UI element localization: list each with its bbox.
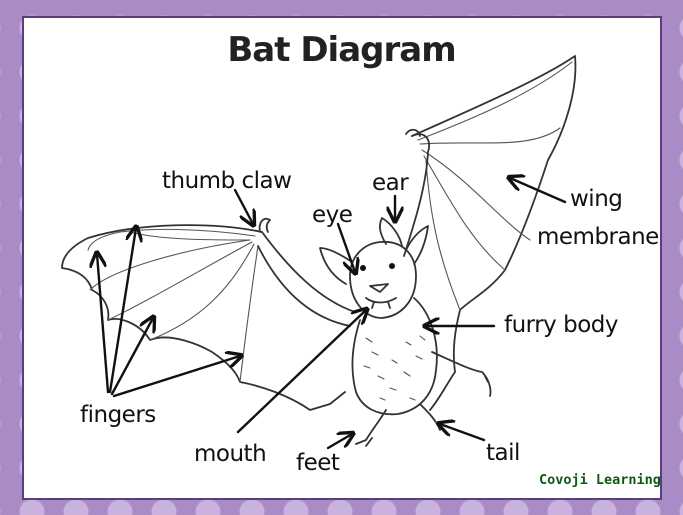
label-wing: wing [570, 186, 623, 212]
label-ear: ear [372, 170, 409, 196]
label-furry-body: furry body [504, 312, 619, 338]
label-arrows [97, 178, 567, 450]
bat-body [351, 297, 492, 447]
feet-arrow [326, 434, 352, 450]
label-feet: feet [296, 450, 340, 476]
fingers-arrow-4 [112, 356, 240, 398]
label-mouth: mouth [194, 441, 267, 467]
fingers-arrow-2 [108, 228, 136, 394]
wing-membrane-arrow [510, 178, 567, 204]
diagram-card [22, 16, 662, 500]
eye-arrow [336, 222, 355, 272]
label-fingers: fingers [80, 402, 156, 428]
diagram-title: Bat Diagram [227, 30, 456, 70]
label-tail: tail [486, 440, 520, 466]
right-wing [403, 55, 577, 411]
fingers-arrow-1 [97, 254, 110, 394]
tail-arrow [440, 424, 486, 442]
brand-watermark: Covoji Learning [539, 472, 661, 488]
thumb-claw-arrow [233, 188, 253, 224]
fingers-arrow-3 [110, 318, 153, 396]
mouth-arrow [236, 310, 366, 434]
label-thumb-claw: thumb claw [162, 168, 292, 194]
label-membrane: membrane [537, 224, 659, 250]
label-eye: eye [312, 202, 353, 228]
